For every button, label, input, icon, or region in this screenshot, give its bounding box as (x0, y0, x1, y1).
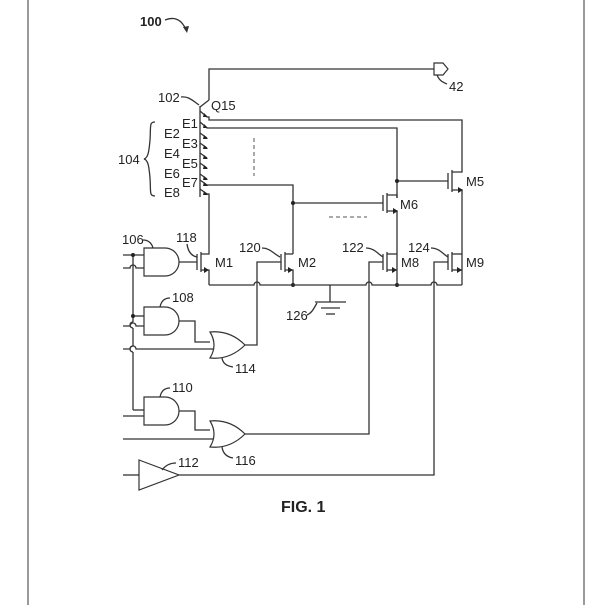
emitter-label-e6: E6 (164, 166, 180, 181)
ref-124-label: 124 (408, 240, 430, 255)
buffer-112 (123, 459, 435, 491)
ref-122-leader (365, 247, 384, 258)
ref-118-leader (186, 243, 198, 258)
ref-126-leader (306, 302, 318, 316)
output-terminal-42 (433, 62, 449, 76)
mosfet-m1 (180, 248, 210, 285)
m5-label: M5 (466, 174, 484, 189)
m8-label: M8 (401, 255, 419, 270)
ref-100-arrowhead (183, 26, 189, 33)
q15-collector-lead (199, 99, 210, 108)
m6-label: M6 (400, 197, 418, 212)
ref-120-leader (261, 247, 281, 258)
ref-106-leader (142, 239, 154, 249)
q15-emitter-arrows (199, 110, 463, 254)
mosfet-m2 (256, 252, 295, 339)
and-gate-106 (123, 247, 180, 277)
emitter-label-e3: E3 (182, 136, 198, 151)
emitter-label-e5: E5 (182, 156, 198, 171)
ref-114-leader (221, 357, 234, 368)
ref-116-leader (221, 446, 234, 459)
ref-118-label: 118 (176, 230, 197, 245)
ref-122-label: 122 (342, 240, 364, 255)
ref-104-label: 104 (118, 152, 140, 167)
m2-label: M2 (298, 255, 316, 270)
and-gate-108 (123, 306, 210, 343)
emitter-label-e8: E8 (164, 185, 180, 200)
collector-wire (208, 68, 434, 100)
ref-106-label: 106 (122, 232, 144, 247)
ref-112-leader (161, 462, 177, 471)
ref-120-label: 120 (239, 240, 261, 255)
mosfet-m5 (395, 168, 463, 285)
emitter-label-e4: E4 (164, 146, 180, 161)
page-border-right (583, 0, 585, 605)
ref-116-label: 116 (235, 453, 256, 468)
figure-caption: FIG. 1 (281, 499, 326, 516)
mosfet-m6 (291, 193, 398, 285)
ground-symbol (315, 285, 346, 315)
mosfet-m9 (433, 252, 462, 474)
ref-112-label: 112 (178, 455, 199, 470)
ref-108-leader (159, 297, 171, 308)
ref-42-label: 42 (449, 79, 463, 94)
and-gate-110 (123, 396, 210, 431)
ref-110-leader (159, 387, 171, 398)
ref-102-leader (180, 96, 200, 106)
ref-126-label: 126 (286, 308, 308, 323)
emitter-label-e2: E2 (164, 126, 180, 141)
q15-label: Q15 (211, 98, 236, 113)
ref-42-leader (436, 74, 448, 85)
m1-label: M1 (215, 255, 233, 270)
emitter-label-e1: E1 (182, 116, 198, 131)
ref-100-arrow (164, 17, 187, 31)
or-gate-116 (123, 420, 370, 448)
mosfet-m8 (368, 252, 399, 433)
emitter-group-brace (143, 121, 156, 197)
page-border-left (27, 0, 29, 605)
ref-102-label: 102 (158, 90, 180, 105)
or-gate-114 (123, 331, 258, 359)
ref-124-leader (430, 247, 449, 258)
source-rail (209, 281, 462, 286)
ref-108-label: 108 (172, 290, 194, 305)
m9-label: M9 (466, 255, 484, 270)
emitter-label-e7: E7 (182, 175, 198, 190)
ref-110-label: 110 (172, 380, 193, 395)
ref-114-label: 114 (235, 361, 256, 376)
figure-ref-100: 100 (140, 14, 162, 29)
